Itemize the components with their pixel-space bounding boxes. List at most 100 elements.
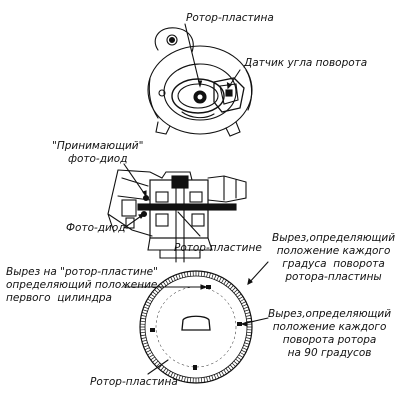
rotor-slot-tick: [231, 287, 236, 292]
rotor-slot-tick: [141, 312, 148, 315]
distributor-top-drawing: [147, 23, 253, 137]
rotor-plate-top-label: Ротор-пластина: [186, 12, 274, 24]
rotor-slot-tick: [235, 358, 240, 363]
rotor-slot-tick: [170, 276, 174, 282]
rotor-slot-tick: [140, 337, 147, 339]
rotor-slot-tick: [172, 275, 176, 281]
rotor-slot-tick: [244, 309, 250, 312]
rotor-slot-tick: [245, 337, 252, 339]
rotor-slot-tick: [150, 356, 156, 361]
cutout-first-cylinder-label: Вырез на "ротор-пластине" определяющий п…: [6, 266, 158, 304]
rotor-slot-tick: [223, 279, 227, 285]
rotor-slot-tick: [242, 347, 248, 351]
rotor-slot-tick: [140, 315, 147, 317]
rotor-slot-tick: [156, 287, 161, 292]
rotor-slot-tick: [221, 278, 225, 284]
rotor-slot-tick: [189, 377, 192, 384]
rotor-slot-tick: [175, 374, 179, 380]
rotor-slot-tick: [227, 366, 232, 371]
rotor-slot-tick: [246, 317, 252, 320]
rotor-slot-tick: [142, 309, 148, 312]
rotor-slot-tick: [233, 289, 238, 294]
rotor-slot-tick: [167, 370, 171, 376]
rotor-slot-tick: [186, 271, 189, 277]
rotor-slot-tick: [147, 352, 153, 356]
rotor-slot-tick: [216, 373, 220, 379]
rotor-slot-tick: [154, 289, 159, 294]
rotor-slot-tick: [165, 279, 169, 285]
rotor-slot-tick: [145, 349, 151, 353]
rotor-slot-tick: [144, 303, 150, 307]
rotor-slot-tick: [241, 301, 247, 305]
rotor-slot-tick: [178, 375, 181, 381]
rotor-slot-tick: [189, 270, 192, 277]
receiving-photodiode-label: "Принимающий" фото-диод: [52, 140, 144, 165]
rotor-slot-tick: [225, 367, 230, 373]
rotor-slot-tick: [148, 296, 154, 300]
rotor-slot-tick: [172, 373, 176, 379]
rotor-slot-tick: [181, 272, 184, 279]
rotor-slot-tick: [162, 367, 167, 373]
rotor-slot-tick: [184, 376, 186, 383]
rotor-slot-tick: [140, 334, 146, 337]
rotor-slot-tick: [181, 375, 184, 382]
rotor-slot-tick: [148, 354, 154, 358]
rotor-slot-tick: [246, 334, 252, 337]
cutout-each-90-label: Вырез,определяющий положение каждого пов…: [268, 308, 392, 359]
rotor-slot-tick: [203, 377, 206, 383]
angle-sensor-label: Датчик угла поворота: [244, 57, 368, 69]
rotor-slot-tick: [156, 362, 161, 367]
rotor-slot-tick: [206, 376, 208, 383]
rotor-plate-middle-label: Ротор-пластине: [174, 242, 262, 254]
rotor-disc-drawing: [123, 261, 269, 384]
rotor-slot-tick: [239, 298, 245, 302]
rotor-slot-tick: [216, 275, 220, 281]
rotor-slot-tick: [167, 278, 171, 284]
rotor-slot-tick: [144, 347, 150, 351]
rotor-slot-tick: [211, 375, 214, 381]
rotor-slot-tick: [140, 317, 146, 320]
rotor-slot-tick: [218, 372, 222, 378]
rotor-slot-tick: [246, 331, 253, 334]
rotor-slot-tick: [244, 339, 251, 342]
rotor-slot-tick: [200, 377, 203, 384]
rotor-slot-tick: [233, 360, 238, 365]
rotor-slot-tick: [235, 291, 240, 296]
rotor-slot-tick: [208, 375, 211, 382]
rotor-slot-tick: [143, 306, 149, 310]
rotor-slot-tick: [238, 354, 244, 358]
rotor-slot-tick: [243, 306, 249, 310]
rotor-slot-tick: [241, 349, 247, 353]
rotor-slot-tick: [154, 360, 159, 365]
rotor-slot-tick: [229, 285, 234, 290]
rotor-slot-tick: [203, 271, 206, 277]
rotor-slot-tick: [175, 274, 179, 280]
rotor-slot-tick: [227, 283, 232, 288]
rotor-slot-tick: [208, 272, 211, 279]
rotor-slot-tick: [236, 356, 242, 361]
rotor-slot-tick: [206, 271, 208, 278]
rotor-slot-tick: [165, 369, 169, 375]
rotor-slot-tick: [143, 344, 149, 348]
rotor-slot-tick: [213, 374, 217, 380]
rotor-slot-tick: [242, 303, 248, 307]
rotor-slot-tick: [213, 274, 217, 280]
rotor-slot-tick: [170, 372, 174, 378]
rotor-slot-tick: [184, 271, 186, 278]
rotor-slot-tick: [225, 281, 230, 287]
rotor-slot-tick: [162, 281, 167, 287]
cross-section-drawing: [107, 163, 247, 263]
cutout-each-degree-label: Вырез,определяющий положение каждого гра…: [272, 232, 396, 283]
rotor-slot-tick: [141, 339, 148, 342]
rotor-slot-tick: [139, 331, 146, 334]
rotor-slot-tick: [152, 358, 157, 363]
rotor-slot-tick: [147, 298, 153, 302]
photodiode-label: Фото-диод: [66, 222, 126, 234]
rotor-slot-tick: [221, 370, 225, 376]
rotor-slot-tick: [178, 273, 181, 279]
rotor-slot-tick: [244, 342, 250, 345]
rotor-slot-tick: [236, 293, 242, 298]
rotor-slot-tick: [142, 342, 148, 345]
rotor-slot-tick: [211, 273, 214, 279]
